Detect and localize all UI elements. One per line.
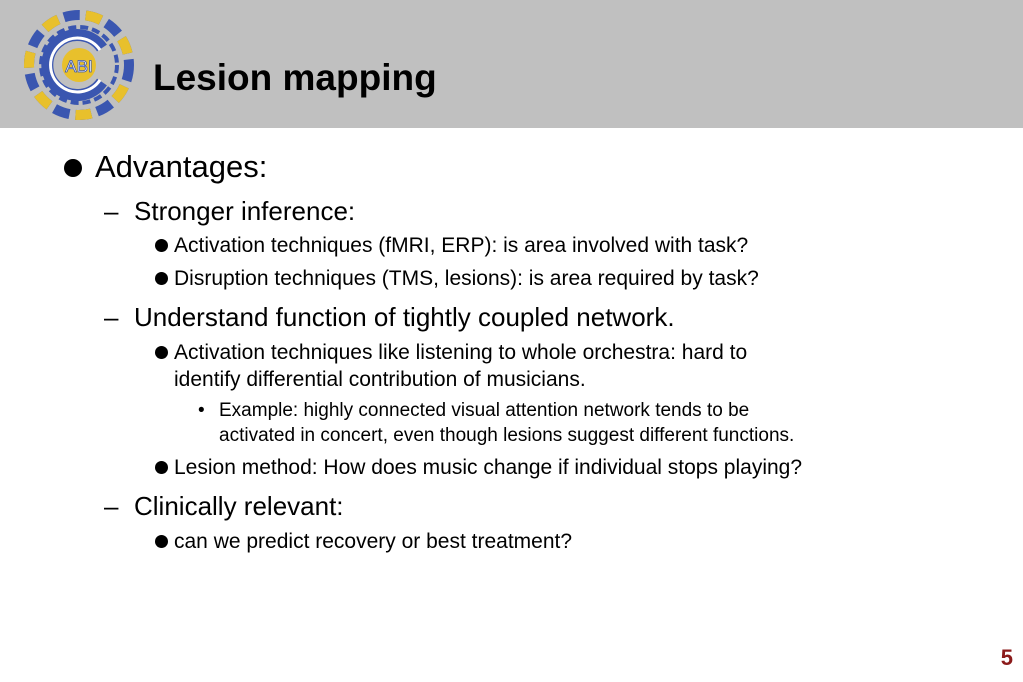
bullet-example-line2: activated in concert, even though lesion…	[219, 425, 795, 446]
bullet-advantages: Advantages:	[95, 149, 268, 184]
bullet-dot-icon	[155, 239, 168, 252]
dash-marker: –	[104, 302, 119, 332]
bullet-predict-recovery: can we predict recovery or best treatmen…	[174, 530, 573, 553]
dash-marker: –	[104, 491, 119, 521]
bullet-dot-icon	[155, 535, 168, 548]
bullet-lesion-method: Lesion method: How does music change if …	[174, 456, 803, 479]
bullet-activation-techniques: Activation techniques (fMRI, ERP): is ar…	[174, 234, 749, 257]
bullet-dot-icon	[155, 346, 168, 359]
logo-text: ABI	[65, 57, 92, 76]
bullet-understand-function: Understand function of tightly coupled n…	[134, 302, 675, 332]
abi-logo: ABI	[24, 10, 134, 120]
page-number: 5	[1000, 645, 1013, 670]
bullet-dot-icon	[155, 461, 168, 474]
dash-marker: –	[104, 196, 119, 226]
bullet-stronger-inference: Stronger inference:	[134, 196, 356, 226]
bullet-dot-icon	[155, 272, 168, 285]
bullet-clinically-relevant: Clinically relevant:	[134, 491, 344, 521]
slide-title: Lesion mapping	[153, 57, 437, 98]
bullet-orchestra-line2: identify differential contribution of mu…	[174, 368, 586, 391]
bullet-example-line1: Example: highly connected visual attenti…	[219, 400, 750, 421]
bullet-dot-icon	[64, 159, 82, 177]
bullet-disruption-techniques: Disruption techniques (TMS, lesions): is…	[174, 267, 759, 290]
small-bullet-marker: •	[198, 400, 205, 421]
header-bar: ABI Lesion mapping	[0, 0, 1023, 128]
bullet-orchestra-line1: Activation techniques like listening to …	[174, 341, 748, 364]
